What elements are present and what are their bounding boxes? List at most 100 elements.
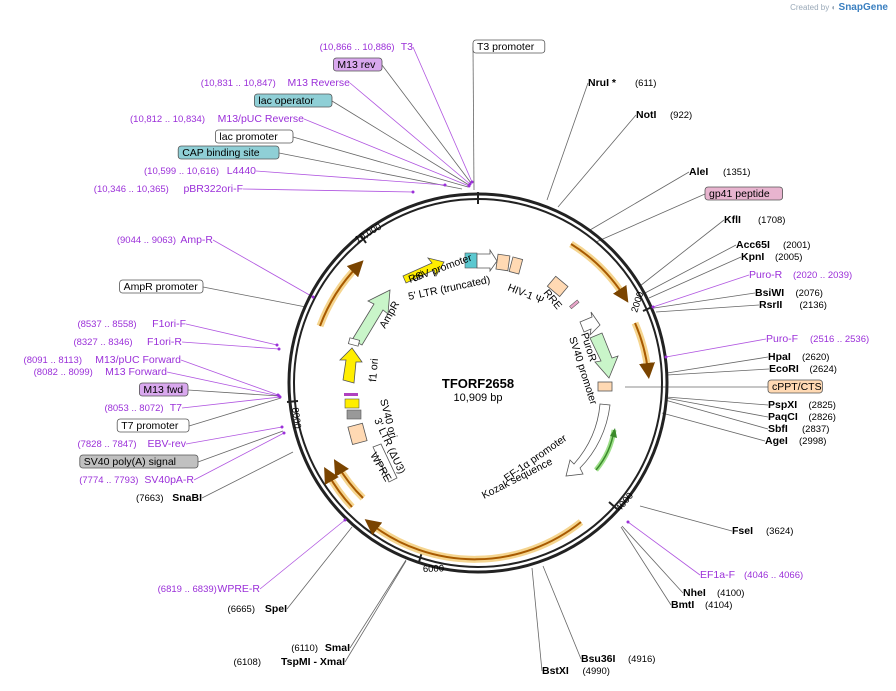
right-label-paqci[interactable]: PaqCI(2826) (768, 411, 836, 423)
right-label-bsiwi[interactable]: BsiWI(2076) (755, 287, 823, 299)
right-label-agei[interactable]: AgeI(2998) (765, 435, 826, 447)
sv40pa-box[interactable] (346, 409, 362, 420)
feature-box[interactable] (138, 382, 189, 397)
left-label-f1ori-f[interactable]: F1ori-F(8537 .. 8558) (77, 318, 279, 347)
right-label-fsei[interactable]: FseI(3624) (732, 525, 793, 537)
right-label-bstxi[interactable]: BstXI(4990) (542, 665, 610, 677)
snapgene-logo-icon: ◐ (831, 3, 837, 12)
inner-features (339, 248, 619, 483)
feature-box[interactable] (116, 418, 190, 433)
left-label-wpre-r[interactable]: WPRE-R(6819 .. 6839) (158, 518, 347, 596)
left-label-m13-fwd[interactable]: M13 fwd (138, 382, 189, 397)
feature-box[interactable] (472, 39, 546, 54)
primer-marker (443, 183, 447, 187)
left-label-sv40pa-r[interactable]: SV40pA-R(7774 .. 7793) (79, 431, 286, 487)
feature-box[interactable] (214, 129, 294, 144)
enzyme-position: (611) (635, 78, 656, 89)
puror-feature[interactable] (589, 332, 619, 379)
right-label-gp41-peptide[interactable]: gp41 peptide (704, 186, 783, 201)
feature-box-text: M13 fwd (143, 384, 183, 396)
right-label-noti[interactable]: NotI(922) (636, 109, 692, 121)
left-label-l4440[interactable]: L4440(10,599 .. 10,616) (144, 165, 447, 187)
gp41-box[interactable] (569, 299, 580, 310)
right-label-hpai[interactable]: HpaI(2620) (768, 351, 829, 363)
right-label-alei[interactable]: AleI(1351) (689, 166, 750, 178)
ori-feature[interactable] (402, 257, 445, 284)
feature-box[interactable] (767, 379, 823, 394)
t7-cluster-purple[interactable] (344, 393, 358, 396)
t7-cluster-yellow[interactable] (344, 398, 360, 409)
ltr3-box[interactable] (347, 422, 368, 445)
left-label-pbr322ori-f[interactable]: pBR322ori-F(10,346 .. 10,365) (94, 183, 415, 195)
leader-line (255, 170, 446, 186)
leader-line (665, 397, 769, 418)
hiv-psi-box[interactable] (495, 253, 511, 272)
primer-marker (311, 295, 315, 299)
feature-box[interactable] (177, 145, 280, 160)
left-label-t7-promoter[interactable]: T7 promoter (116, 418, 190, 433)
right-label-acc65i[interactable]: Acc65I(2001) (736, 239, 810, 251)
right-label-ecori[interactable]: EcoRI(2624) (769, 363, 837, 375)
ori-label: ori (410, 269, 426, 285)
left-label-f1ori-r[interactable]: F1ori-R(8327 .. 8346) (73, 336, 281, 351)
left-label-amp-r[interactable]: Amp-R(9044 .. 9063) (117, 234, 315, 299)
feature-box-text: SV40 poly(A) signal (84, 456, 176, 468)
feature-box[interactable] (253, 93, 333, 108)
feature-box[interactable] (119, 279, 204, 294)
left-label-t7[interactable]: T7(8053 .. 8072) (104, 395, 282, 415)
right-label-t3-promoter[interactable]: T3 promoter (472, 39, 546, 54)
leader-line (655, 304, 760, 313)
sv40-promoter-feature[interactable] (579, 311, 601, 337)
left-label-cap-binding-site[interactable]: CAP binding site (177, 145, 280, 160)
left-label-m13-rev[interactable]: M13 rev (332, 57, 383, 72)
right-label-ef1a-f[interactable]: EF1a-F(4046 .. 4066) (626, 520, 804, 582)
left-label-t3[interactable]: T3(10,866 .. 10,886) (320, 41, 474, 184)
feature-box[interactable] (704, 186, 783, 201)
ampr-feature[interactable] (351, 289, 391, 346)
left-label-lac-promoter[interactable]: lac promoter (214, 129, 294, 144)
ampr-promoter-box[interactable] (347, 337, 361, 347)
left-label-smai[interactable]: SmaI(6110) (291, 642, 350, 654)
primer-position: (7828 .. 7847) (77, 439, 136, 450)
primer-name: Amp-R (180, 234, 213, 246)
f1ori-feature[interactable] (339, 347, 363, 384)
right-label-cppt-cts[interactable]: cPPT/CTS (767, 379, 823, 394)
feature-box[interactable] (79, 454, 199, 469)
right-label-puro-f[interactable]: Puro-F(2516 .. 2536) (664, 333, 870, 359)
feature-box[interactable] (332, 57, 383, 72)
wpre-feature[interactable] (372, 443, 398, 483)
left-label-sv40-poly-a-signal[interactable]: SV40 poly(A) signal (79, 454, 199, 469)
ef1a-promoter-feature[interactable] (565, 403, 611, 477)
right-label-bsu36i[interactable]: Bsu36I(4916) (581, 653, 655, 665)
ltr5-feature[interactable] (476, 248, 498, 273)
feature-box-text: T3 promoter (477, 41, 535, 53)
leader-line (259, 519, 346, 590)
left-label-tspmi-xmai[interactable]: TspMI - XmaI(6108) (234, 656, 346, 668)
left-label-spei[interactable]: SpeI(6665) (228, 603, 288, 615)
right-label-nhei[interactable]: NheI(4100) (683, 587, 744, 599)
primer-name: pBR322ori-F (183, 183, 243, 195)
right-label-bmti[interactable]: BmtI(4104) (671, 599, 732, 611)
right-label-kpni[interactable]: KpnI(2005) (741, 251, 802, 263)
left-label-ebv-rev[interactable]: EBV-rev(7828 .. 7847) (77, 425, 284, 451)
leader-line (664, 399, 769, 430)
left-label-lac-operator[interactable]: lac operator (253, 93, 333, 108)
enzyme-name: SbfI (768, 423, 788, 435)
right-label-rsrii[interactable]: RsrII(2136) (759, 299, 827, 311)
left-label-snabi[interactable]: SnaBI(7663) (136, 492, 202, 504)
enzyme-name: FseI (732, 525, 753, 537)
enzyme-position: (2005) (775, 252, 802, 263)
right-label-kfli[interactable]: KflI(1708) (724, 214, 785, 226)
f1ori-label: f1 ori (367, 358, 381, 382)
hiv-psi-box-2[interactable] (508, 256, 524, 275)
enzyme-position: (7663) (136, 493, 163, 504)
rre-box[interactable] (546, 275, 569, 298)
left-label-m13-puc-reverse[interactable]: M13/pUC Reverse(10,812 .. 10,834) (130, 113, 471, 188)
right-label-puro-r[interactable]: Puro-R(2020 .. 2039) (651, 269, 853, 309)
right-label-nrui[interactable]: NruI *(611) (588, 77, 656, 89)
cppt-box[interactable] (597, 381, 613, 392)
right-label-sbfi[interactable]: SbfI(2837) (768, 423, 829, 435)
left-label-ampr-promoter[interactable]: AmpR promoter (119, 279, 204, 294)
right-label-pspxi[interactable]: PspXI(2825) (768, 399, 836, 411)
